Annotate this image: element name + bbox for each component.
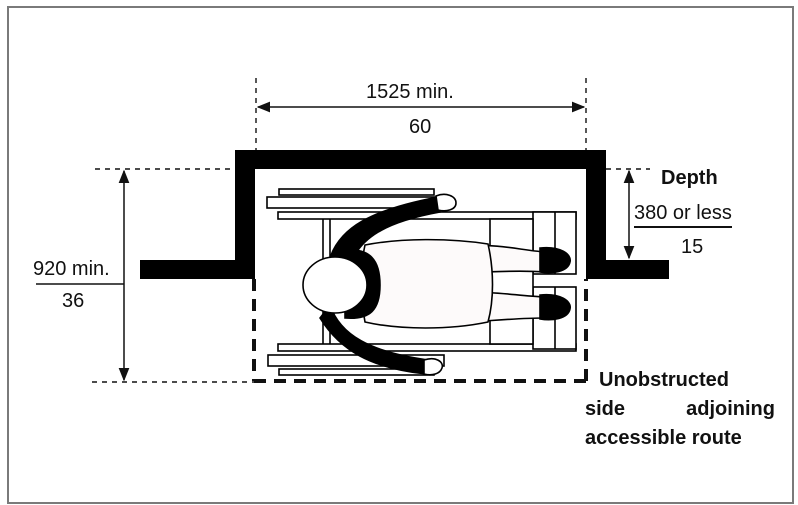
diagram-frame: [7, 6, 794, 504]
alcove-walls: [140, 150, 669, 279]
depth-title: Depth: [661, 167, 718, 189]
right-alcove-wall: [586, 150, 606, 279]
note-line-2-right: adjoining: [686, 398, 775, 420]
back-wall: [235, 150, 606, 169]
wheelchair-user-figure: [266, 188, 577, 376]
depth-imperial-label: 15: [681, 236, 704, 258]
clear-floor-space-outline: [252, 279, 588, 383]
width-imperial-label: 60: [409, 116, 432, 138]
depth-metric-label: 380 or less: [634, 203, 732, 228]
extension-lines: [92, 78, 650, 383]
dimension-lines: [36, 101, 635, 382]
note-line-3: accessible route: [585, 427, 742, 449]
height-metric-label: 920 min.: [33, 258, 110, 280]
height-imperial-label: 36: [62, 290, 85, 312]
unobstructed-side-note: Unobstructed side adjoining accessible ro…: [585, 366, 775, 453]
right-wall-stub: [586, 260, 669, 279]
width-metric-label: 1525 min.: [366, 81, 454, 103]
left-alcove-wall: [235, 150, 255, 279]
note-line-2-left: side: [585, 398, 626, 420]
left-wall-stub: [140, 260, 255, 279]
note-line-1: Unobstructed: [599, 369, 729, 391]
